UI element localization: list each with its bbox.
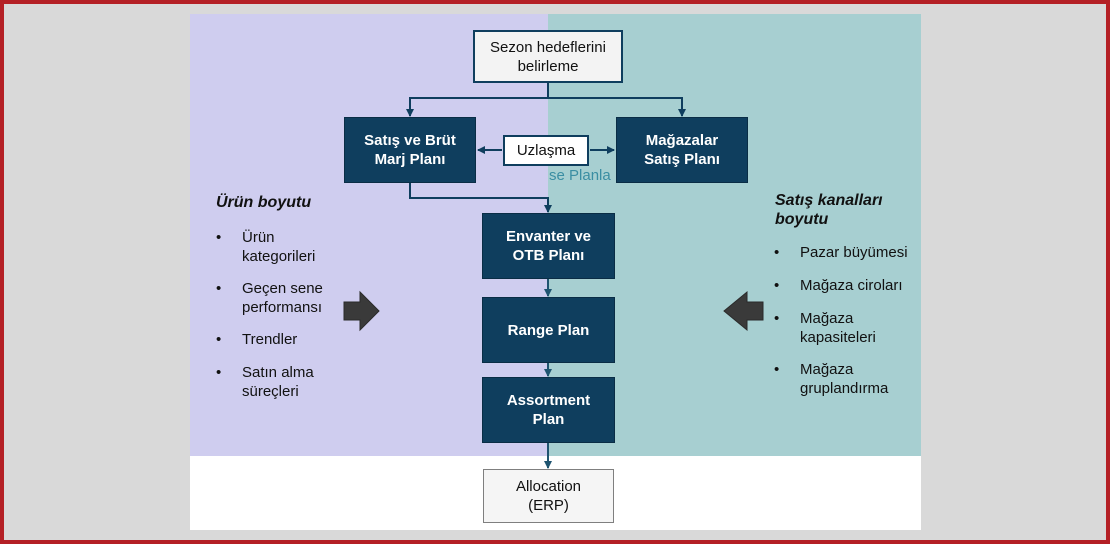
background-text: se Planla <box>549 167 611 184</box>
sales-margin-plan-label: Satış ve Brüt Marj Planı <box>364 132 456 168</box>
list-item: •Mağaza ciroları <box>774 277 903 294</box>
store-sales-plan-label: Mağazalar Satış Planı <box>644 132 720 168</box>
store-sales-plan-box: Mağazalar Satış Planı <box>616 117 748 183</box>
sales-margin-plan-box: Satış ve Brüt Marj Planı <box>344 117 476 183</box>
list-item-label: Ürün kategorileri <box>242 229 316 265</box>
inventory-otb-plan-box: Envanter ve OTB Planı <box>482 213 615 279</box>
list-item: •Satın alma süreçleri <box>216 364 314 400</box>
list-item-label: Satın alma süreçleri <box>242 364 314 400</box>
inventory-otb-plan-label: Envanter ve OTB Planı <box>505 228 592 264</box>
list-item-label: Mağaza ciroları <box>800 277 903 294</box>
list-item: •Mağaza kapasiteleri <box>774 310 876 346</box>
consensus-label: Uzlaşma <box>516 142 576 159</box>
left-arrow-icon <box>723 290 764 332</box>
product-dimension-title: Ürün boyutu <box>216 194 312 211</box>
connector-top-to-plans <box>406 83 549 117</box>
assortment-plan-label: Assortment Plan <box>506 392 591 428</box>
season-goals-box: Sezon hedeflerini belirleme <box>473 30 623 83</box>
list-item-label: Mağaza gruplandırma <box>800 361 889 397</box>
list-item: •Mağaza gruplandırma <box>774 361 889 397</box>
assortment-plan-box: Assortment Plan <box>482 377 615 443</box>
list-item-label: Pazar büyümesi <box>800 244 908 261</box>
list-item: •Ürün kategorileri <box>216 229 316 265</box>
sales-channel-title: Satış kanalları boyutu <box>775 192 883 228</box>
connector-plan-to-inventory <box>409 183 552 213</box>
list-item: •Geçen sene performansı <box>216 280 323 316</box>
list-item: •Trendler <box>216 331 298 348</box>
season-goals-label: Sezon hedeflerini belirleme <box>490 38 606 75</box>
range-plan-label: Range Plan <box>507 321 590 339</box>
list-item-label: Geçen sene performansı <box>242 280 323 316</box>
range-plan-box: Range Plan <box>482 297 615 363</box>
allocation-label: Allocation (ERP) <box>515 478 582 514</box>
list-item-label: Trendler <box>242 331 298 348</box>
connector-top-to-stores <box>548 97 686 117</box>
allocation-box: Allocation (ERP) <box>483 469 614 523</box>
right-arrow-icon <box>343 290 380 332</box>
consensus-box: Uzlaşma <box>503 135 589 166</box>
list-item-label: Mağaza kapasiteleri <box>800 310 876 346</box>
list-item: •Pazar büyümesi <box>774 244 908 261</box>
